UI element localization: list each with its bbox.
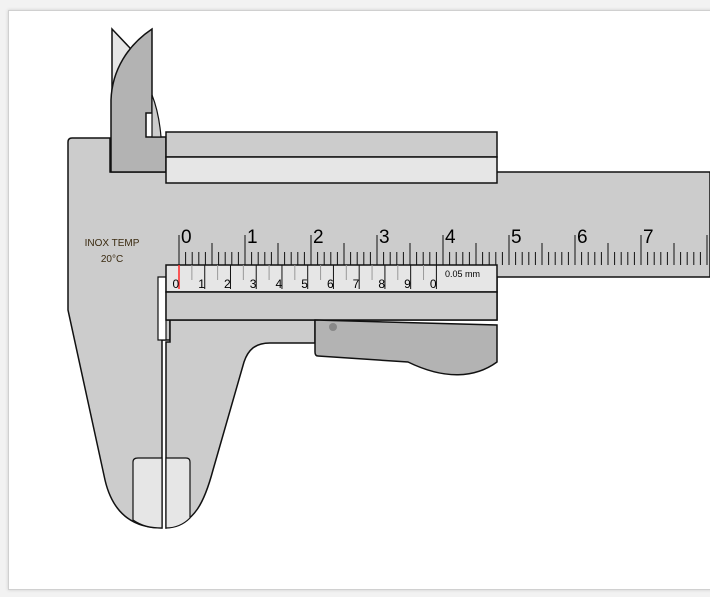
- vernier-label: 9: [404, 277, 411, 291]
- main-scale-label: 7: [643, 227, 654, 248]
- fixed-jaw-pad: [132, 457, 163, 529]
- main-scale-label: 2: [313, 227, 324, 248]
- slider-bottom[interactable]: [165, 291, 498, 321]
- lock-screw[interactable]: [329, 323, 337, 331]
- vernier-label: 4: [275, 277, 282, 291]
- precision-label: 0.05 mm: [445, 269, 480, 279]
- main-scale-label: 5: [511, 227, 522, 248]
- vernier-label: 8: [378, 277, 385, 291]
- sliding-upper-jaw[interactable]: [110, 27, 167, 173]
- vernier-scale: 0 1 2 3 4 5 6 7 8 9 0: [173, 265, 437, 291]
- vernier-plate[interactable]: [165, 264, 498, 293]
- inox-temp-label: INOX TEMP: [85, 238, 140, 249]
- vernier-label: 3: [250, 277, 257, 291]
- main-scale-label: 0: [181, 227, 192, 248]
- vernier-label: 6: [327, 277, 334, 291]
- upper-jaw-edge: [151, 94, 162, 138]
- jaw-notch: [157, 276, 167, 341]
- slider-top-lower[interactable]: [165, 156, 498, 184]
- main-scale-label: 1: [247, 227, 258, 248]
- vernier-label: 7: [353, 277, 360, 291]
- sliding-jaw-pad: [165, 457, 191, 529]
- vernier-label: 0: [173, 277, 180, 291]
- vernier-label: 1: [198, 277, 205, 291]
- vernier-label: 0: [430, 277, 437, 291]
- main-scale-label: 4: [445, 227, 456, 248]
- main-scale-label: 3: [379, 227, 390, 248]
- vernier-label: 5: [301, 277, 308, 291]
- temperature-label: 20°C: [101, 254, 123, 265]
- slider-top-upper[interactable]: [165, 131, 498, 158]
- vernier-label: 2: [224, 277, 231, 291]
- thumb-grip[interactable]: [314, 319, 498, 376]
- main-scale-label: 6: [577, 227, 588, 248]
